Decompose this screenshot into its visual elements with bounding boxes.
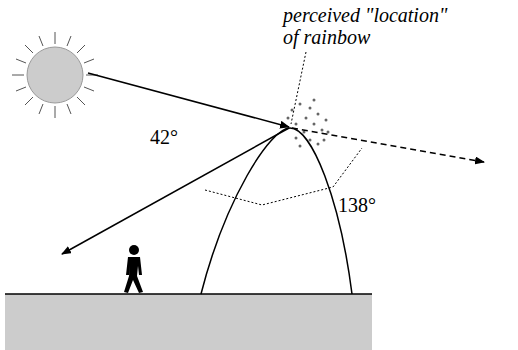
sun-ray (88, 73, 289, 127)
rainbow-arc (201, 128, 352, 294)
angle-label: 138° (338, 194, 376, 216)
leader-line (291, 52, 306, 124)
ground-line (5, 293, 372, 295)
sun (12, 32, 98, 118)
ground (5, 294, 372, 350)
person-figure (124, 245, 143, 293)
callout-label: perceived "location" of rainbow (283, 4, 467, 48)
extended-ray (292, 128, 484, 162)
angle-label: 42° (150, 126, 178, 148)
